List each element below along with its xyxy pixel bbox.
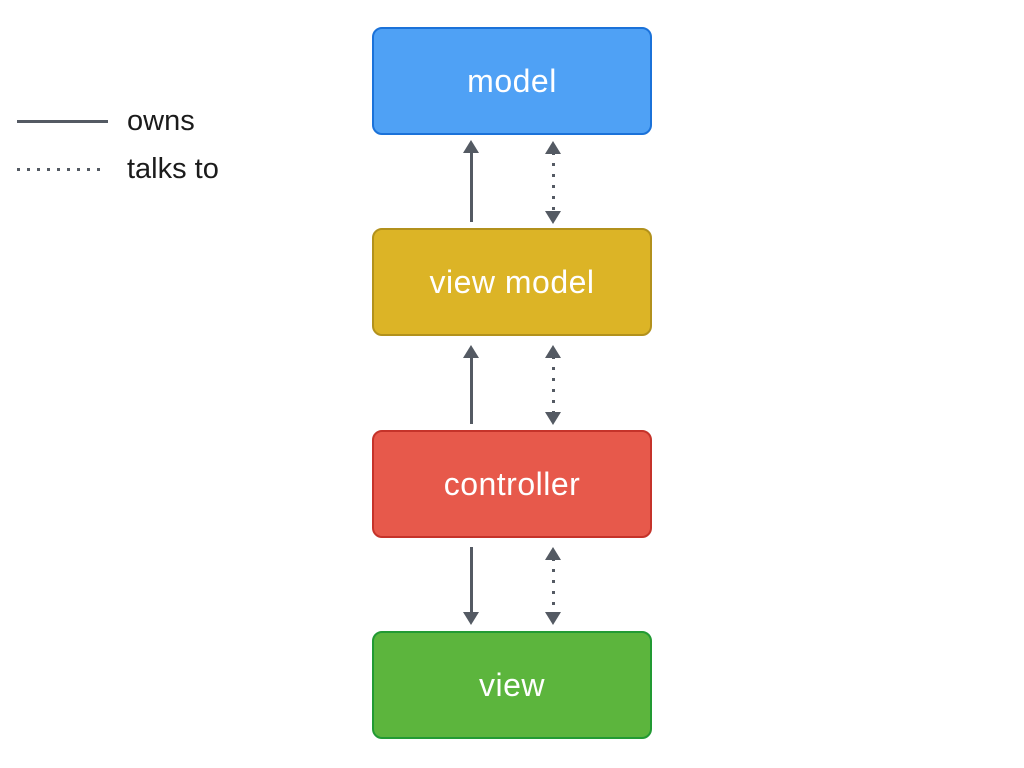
- solid-line-icon: [17, 119, 108, 123]
- node-model-label: model: [467, 62, 557, 99]
- arrowhead-down-icon: [545, 612, 561, 625]
- arrowhead-up-icon: [463, 345, 479, 358]
- talks-to-arrow-controller-view: [545, 547, 561, 625]
- arrowhead-up-icon: [463, 140, 479, 153]
- legend: owns talks to: [17, 104, 219, 200]
- legend-label-owns: owns: [127, 104, 195, 137]
- arrowhead-down-icon: [463, 612, 479, 625]
- legend-item-owns: owns: [17, 104, 219, 138]
- node-controller-label: controller: [443, 465, 581, 502]
- node-view: view: [372, 631, 652, 739]
- node-model: model: [372, 27, 652, 135]
- legend-label-talks-to: talks to: [127, 152, 219, 185]
- dotted-line-icon: [17, 167, 105, 171]
- owns-arrow-controller-to-view: [463, 547, 479, 625]
- arrowhead-up-icon: [545, 345, 561, 358]
- arrowhead-up-icon: [545, 141, 561, 154]
- talks-to-arrow-viewmodel-controller: [545, 345, 561, 425]
- node-view-model: view model: [372, 228, 652, 336]
- node-view-model-label: view model: [429, 263, 595, 300]
- owns-arrow-viewmodel-to-model: [463, 140, 479, 222]
- arrowhead-down-icon: [545, 211, 561, 224]
- legend-item-talks-to: talks to: [17, 152, 219, 186]
- node-controller: controller: [372, 430, 652, 538]
- node-view-label: view: [478, 666, 545, 703]
- arrowhead-down-icon: [545, 412, 561, 425]
- arrowhead-up-icon: [545, 547, 561, 560]
- owns-arrow-controller-to-viewmodel: [463, 345, 479, 424]
- talks-to-arrow-model-viewmodel: [545, 141, 561, 224]
